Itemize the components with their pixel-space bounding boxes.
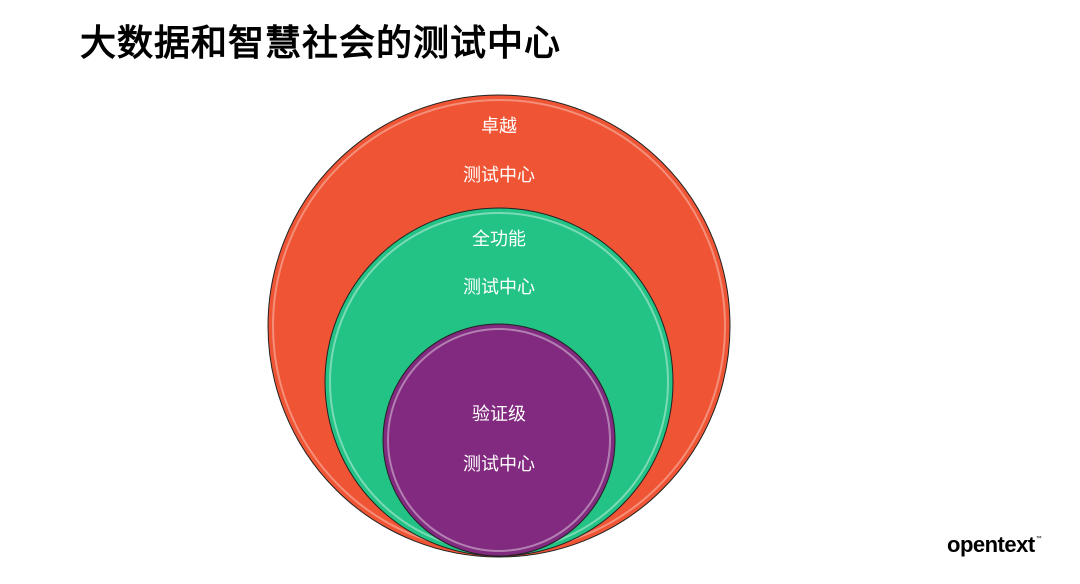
outer-circle-label-2: 测试中心 — [463, 165, 535, 186]
inner-circle-label-1: 验证级 — [472, 404, 526, 425]
logo-text: opentext — [947, 532, 1035, 557]
inner-circle-highlight — [387, 328, 611, 552]
middle-circle-label-1: 全功能 — [472, 229, 526, 250]
opentext-logo: opentext™ — [947, 532, 1042, 558]
inner-circle-verification — [382, 323, 616, 557]
outer-circle-label-1: 卓越 — [481, 116, 517, 137]
middle-circle-label-2: 测试中心 — [463, 277, 535, 298]
slide-title: 大数据和智慧社会的测试中心 — [80, 23, 562, 64]
logo-trademark: ™ — [1035, 536, 1042, 542]
inner-circle-label-2: 测试中心 — [463, 454, 535, 475]
